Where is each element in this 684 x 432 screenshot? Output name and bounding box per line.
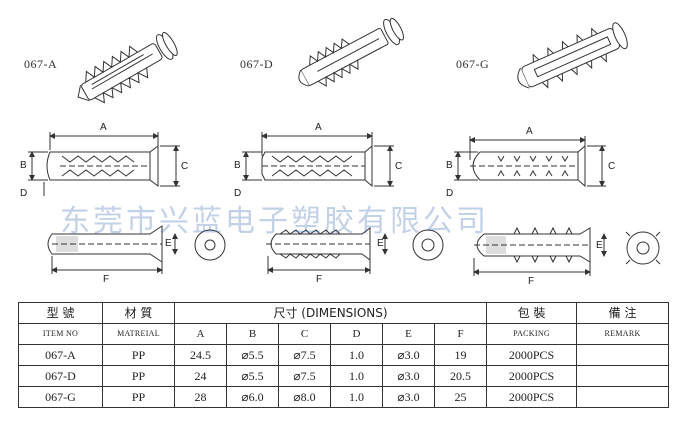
table-row: 067-D PP 24 ⌀5.5 ⌀7.5 1.0 ⌀3.0 20.5 2000…: [18, 365, 670, 387]
remark-header-cn: 備 注: [576, 302, 670, 324]
model-label-067a: 067-A: [24, 57, 58, 71]
cell-a: 28: [174, 386, 227, 408]
model-header-en: ITEM NO: [18, 323, 103, 345]
material-header-en: MATREIAL: [102, 323, 175, 345]
cell-packing: 2000PCS: [486, 386, 578, 408]
dimensions-header: 尺寸 (DIMENSIONS): [173, 302, 488, 324]
cell-packing: 2000PCS: [486, 365, 578, 387]
cell-model: 067-D: [18, 365, 103, 387]
cell-d: 1.0: [330, 386, 383, 408]
dim-e-label: E: [596, 240, 603, 251]
col-header-f: F: [433, 323, 488, 345]
anchor-067g-3d-view: [517, 22, 628, 89]
cell-f: 20.5: [433, 365, 488, 387]
packing-header-en: PACKING: [486, 323, 578, 345]
cell-b: ⌀5.5: [226, 365, 279, 387]
cell-material: PP: [102, 344, 175, 366]
cell-c: ⌀7.5: [278, 365, 331, 387]
dim-b-label: B: [20, 160, 27, 171]
dim-f-label: F: [103, 274, 110, 285]
cell-remark: [576, 386, 670, 408]
dim-d-label: D: [446, 188, 454, 199]
dim-c-label: C: [395, 161, 403, 172]
anchor-067a-section-view: [47, 225, 178, 274]
anchor-067d-3d-view: [298, 17, 404, 87]
cell-c: ⌀7.5: [278, 344, 331, 366]
model-label-067d: 067-D: [240, 57, 274, 71]
spec-table: 型 號 材 質 尺寸 (DIMENSIONS) 包 裝 備 注 ITEM NO …: [18, 302, 670, 408]
cell-remark: [576, 365, 670, 387]
cell-e: ⌀3.0: [382, 386, 435, 408]
cell-e: ⌀3.0: [382, 344, 435, 366]
model-header-cn: 型 號: [18, 302, 103, 324]
packing-header-cn: 包 裝: [486, 302, 578, 324]
col-header-d: D: [330, 323, 383, 345]
cell-c: ⌀8.0: [278, 386, 331, 408]
dim-d-label: D: [20, 188, 28, 199]
anchor-067d-section-view: [266, 227, 388, 274]
col-header-c: C: [278, 323, 331, 345]
anchor-067g-end-view: [625, 231, 661, 265]
dim-a-label: A: [526, 126, 533, 137]
cell-material: PP: [102, 386, 175, 408]
dim-e-label: E: [165, 238, 172, 249]
technical-drawings: [28, 17, 661, 276]
table-header-row: 型 號 材 質 尺寸 (DIMENSIONS) 包 裝 備 注: [18, 302, 670, 324]
dim-f-label: F: [316, 274, 323, 285]
model-label-067g: 067-G: [456, 57, 490, 71]
remark-header-en: REMARK: [576, 323, 670, 345]
dim-e-label: E: [377, 238, 384, 249]
cell-b: ⌀5.5: [226, 344, 279, 366]
cell-b: ⌀6.0: [226, 386, 279, 408]
cell-d: 1.0: [330, 365, 383, 387]
dim-a-label: A: [100, 122, 107, 133]
anchor-067g-side-view: [454, 136, 606, 188]
cell-f: 19: [433, 344, 488, 366]
cell-d: 1.0: [330, 344, 383, 366]
cell-packing: 2000PCS: [486, 344, 578, 366]
dim-a-label: A: [315, 122, 322, 133]
cell-a: 24.5: [174, 344, 227, 366]
material-header-cn: 材 質: [102, 302, 175, 324]
anchor-067a-side-view: [28, 132, 180, 196]
table-row: 067-G PP 28 ⌀6.0 ⌀8.0 1.0 ⌀3.0 25 2000PC…: [18, 386, 670, 408]
anchor-067d-side-view: [242, 132, 394, 188]
dim-f-label: F: [528, 276, 535, 287]
anchor-067d-end-view: [412, 229, 444, 261]
col-header-e: E: [382, 323, 435, 345]
anchor-067g-section-view: [473, 226, 607, 276]
table-row: 067-A PP 24.5 ⌀5.5 ⌀7.5 1.0 ⌀3.0 19 2000…: [18, 344, 670, 366]
cell-e: ⌀3.0: [382, 365, 435, 387]
col-header-a: A: [174, 323, 227, 345]
anchor-067a-end-view: [194, 229, 226, 261]
table-subheader-row: ITEM NO MATREIAL A B C D E F PACKING REM…: [18, 323, 670, 345]
cell-model: 067-G: [18, 386, 103, 408]
anchor-067a-3d-view: [77, 32, 178, 104]
cell-f: 25: [433, 386, 488, 408]
cell-material: PP: [102, 365, 175, 387]
company-watermark: 东莞市兴蓝电子塑胶有限公司: [60, 204, 489, 239]
dim-d-label: D: [234, 188, 242, 199]
dim-b-label: B: [234, 160, 241, 171]
cell-remark: [576, 344, 670, 366]
col-header-b: B: [226, 323, 279, 345]
dim-b-label: B: [446, 160, 453, 171]
dim-c-label: C: [608, 161, 616, 172]
dim-c-label: C: [181, 161, 189, 172]
cell-a: 24: [174, 365, 227, 387]
cell-model: 067-A: [18, 344, 103, 366]
